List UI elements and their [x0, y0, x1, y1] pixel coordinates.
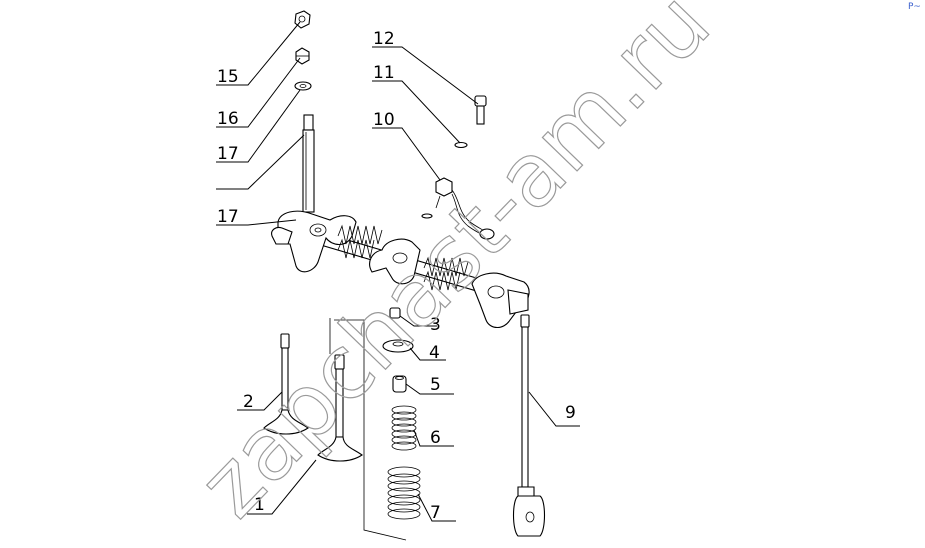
- part-2-valve: [263, 333, 309, 435]
- callout-14: 16: [217, 109, 239, 129]
- part-3-cotter: [389, 307, 401, 319]
- part-12-bolt: [474, 95, 487, 125]
- part-14-nut: [295, 47, 310, 65]
- callout-4: 4: [429, 343, 440, 363]
- part-17-rocker-arm: [271, 210, 357, 273]
- callout-7: 7: [430, 503, 441, 523]
- part-11-washer: [454, 141, 468, 149]
- callout-15: 17: [217, 144, 239, 164]
- callout-6: 6: [430, 428, 441, 448]
- part-4-retainer: [382, 339, 414, 353]
- callout-11: 11: [373, 63, 395, 83]
- callout-labels: 15 16 17 17 12 11 10 3 4 5 6 7 9 2 1: [217, 29, 576, 523]
- shaft-spring-left: [337, 224, 383, 259]
- callout-10: 10: [373, 110, 395, 130]
- watermark-text: zapchast-am.ru: [179, 0, 729, 537]
- part-10-oil-pipe: [421, 177, 495, 240]
- callout-13: 15: [217, 67, 239, 87]
- part-16-adjusting-screw: [302, 114, 315, 213]
- callout-1: 1: [254, 495, 265, 515]
- callout-5: 5: [430, 375, 441, 395]
- shaft-spring-right: [423, 256, 469, 291]
- part-9-push-rod: [512, 314, 546, 537]
- corner-mark: P~: [908, 2, 921, 12]
- callout-3: 3: [430, 315, 441, 335]
- leader-lines: [216, 21, 580, 522]
- part-7-outer-spring: [387, 466, 421, 520]
- bracket-lines: [329, 318, 407, 541]
- part-6-inner-spring: [391, 405, 417, 451]
- rocker-bracket-middle: [369, 238, 421, 285]
- callout-2: 2: [243, 392, 254, 412]
- part-1-valve: [317, 354, 363, 462]
- part-15-washer: [294, 81, 312, 91]
- rocker-arm-right: [471, 272, 530, 329]
- callout-9: 9: [565, 403, 576, 423]
- callout-12: 12: [373, 29, 395, 49]
- callout-17: 17: [217, 207, 239, 227]
